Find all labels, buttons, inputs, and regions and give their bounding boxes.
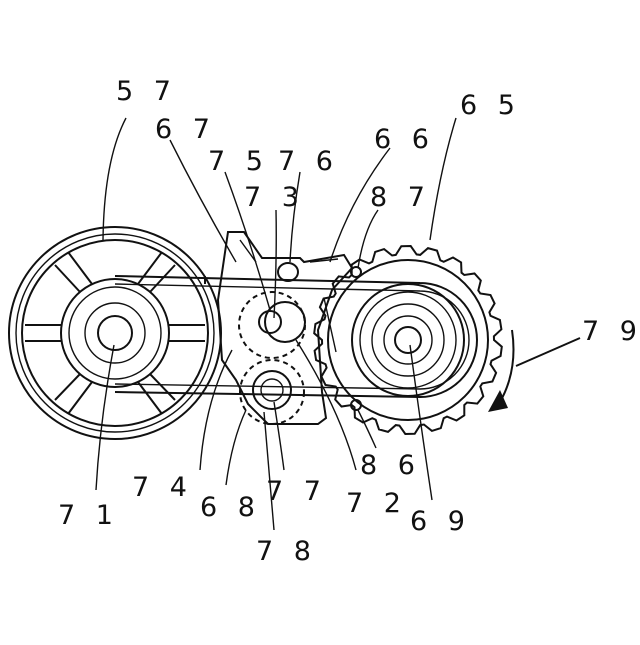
rotation-arrow [488,330,580,412]
label-72: 7 2 [346,488,407,519]
label-87: 8 7 [370,182,431,213]
label-73: 7 3 [244,182,305,213]
label-74: 7 4 [132,472,193,503]
label-69: 6 9 [410,506,471,537]
label-75: 7 5 [208,146,269,177]
knurled-rim [314,246,502,434]
lower-gear [240,360,304,424]
label-79: 7 9 [582,316,640,347]
label-76: 7 6 [278,146,339,177]
upper-gear [239,292,305,358]
bracket-pin [278,263,298,281]
label-67: 6 7 [155,114,216,145]
right-wheel [314,246,502,434]
label-86: 8 6 [360,450,421,481]
left-pulley [9,227,221,439]
label-77: 7 7 [266,476,327,507]
reference-labels: 5 7 6 5 6 7 6 6 7 5 7 6 7 3 8 7 7 9 8 6 … [58,76,640,567]
label-66: 6 6 [374,124,435,155]
label-65: 6 5 [460,90,521,121]
label-57: 5 7 [116,76,177,107]
label-68: 6 8 [200,492,261,523]
label-71: 7 1 [58,500,119,531]
label-78: 7 8 [256,536,317,567]
